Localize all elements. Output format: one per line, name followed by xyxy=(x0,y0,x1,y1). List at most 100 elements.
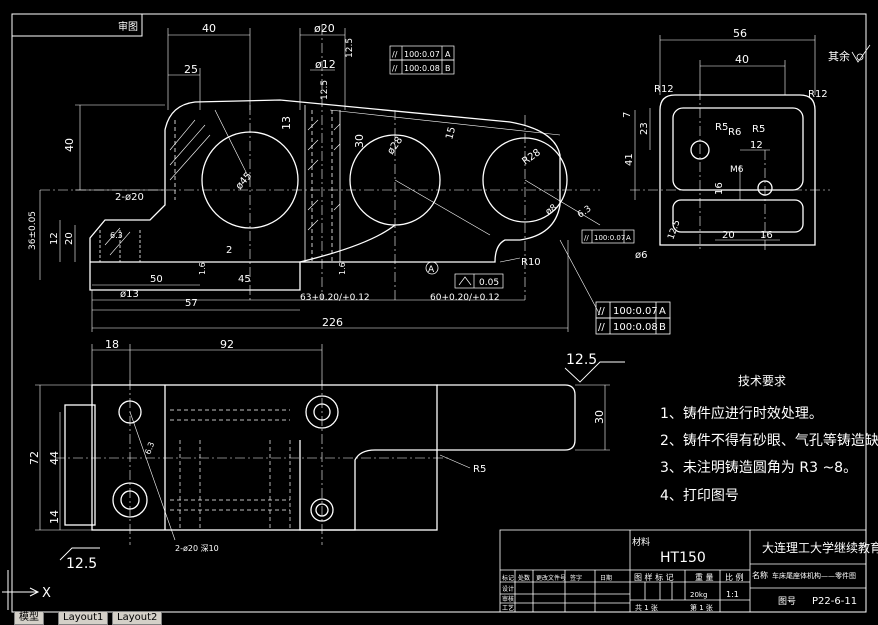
svg-text:R6: R6 xyxy=(728,127,741,138)
svg-text:处数: 处数 xyxy=(518,574,530,582)
svg-text:重 量: 重 量 xyxy=(695,572,714,582)
svg-text:共 1 张: 共 1 张 xyxy=(635,603,658,612)
svg-text:14: 14 xyxy=(48,510,61,524)
svg-text://: // xyxy=(598,322,605,333)
dim-text-bottom: 18 92 72 44 14 30 R5 2-ø20 深10 6.3 xyxy=(28,338,606,553)
svg-text://: // xyxy=(598,306,605,317)
svg-text:56: 56 xyxy=(733,27,747,40)
roughness-label-bottom: 12.5 xyxy=(66,556,97,572)
svg-text:44: 44 xyxy=(48,451,61,465)
svg-text:签字: 签字 xyxy=(570,574,582,582)
svg-text:100:0.07: 100:0.07 xyxy=(594,234,625,242)
svg-text:R28: R28 xyxy=(520,147,542,167)
svg-text:13: 13 xyxy=(280,116,293,130)
svg-text:36±0.05: 36±0.05 xyxy=(28,211,38,250)
svg-text:A: A xyxy=(626,234,631,242)
title-block-text: 材料 HT150 大连理工大学继续教育学院 名称 车床尾座体机构——零件图 图号… xyxy=(502,536,878,612)
flatness-frame xyxy=(454,273,504,289)
tech-item-1: 1、铸件应进行时效处理。 xyxy=(660,405,823,422)
svg-text:6.3: 6.3 xyxy=(143,441,156,456)
svg-text:20: 20 xyxy=(64,232,75,245)
svg-text:23: 23 xyxy=(639,122,650,135)
svg-text:工艺: 工艺 xyxy=(502,604,514,612)
ucs-icon xyxy=(2,570,40,610)
tol-frame-top xyxy=(389,45,455,75)
tech-item-3: 3、未注明铸造圆角为 R3 ~8。 xyxy=(660,460,857,476)
svg-text:60+0.20/+0.12: 60+0.20/+0.12 xyxy=(430,293,500,303)
svg-text:57: 57 xyxy=(185,298,198,309)
svg-text:A: A xyxy=(659,306,666,317)
svg-text:P22-6-11: P22-6-11 xyxy=(812,596,857,607)
svg-text:ø45: ø45 xyxy=(234,170,255,192)
svg-text:R12: R12 xyxy=(654,84,674,95)
ucs-x-label: X xyxy=(42,586,51,601)
svg-text:R5: R5 xyxy=(715,122,728,133)
svg-text:大连理工大学继续教育学院: 大连理工大学继续教育学院 xyxy=(762,540,878,555)
dim-lines-side xyxy=(634,35,816,241)
svg-text:R12: R12 xyxy=(808,89,828,100)
svg-text:45: 45 xyxy=(238,274,251,285)
svg-text:R5: R5 xyxy=(752,124,765,135)
dim-text-main: 40 25 ø20 ø12 12.5 12.5 40 13 30 ø28 R28… xyxy=(28,22,593,329)
svg-text:100:0.07: 100:0.07 xyxy=(613,306,658,317)
svg-text:B: B xyxy=(445,64,451,73)
svg-text:72: 72 xyxy=(28,451,41,465)
datum-a-label: A xyxy=(428,265,435,275)
svg-text:12: 12 xyxy=(49,232,60,245)
svg-text:ø12: ø12 xyxy=(315,58,336,71)
dim-lines-bottom xyxy=(35,344,610,541)
hidden-lines-bottom xyxy=(170,409,291,530)
svg-text:30: 30 xyxy=(593,410,606,424)
svg-text:50: 50 xyxy=(150,274,163,285)
svg-text:图 样 标 记: 图 样 标 记 xyxy=(634,572,674,582)
svg-text://: // xyxy=(392,64,398,73)
svg-text:12.5: 12.5 xyxy=(320,80,330,100)
svg-text:材料: 材料 xyxy=(632,536,650,548)
svg-text:M6: M6 xyxy=(730,165,744,175)
svg-text:ø13: ø13 xyxy=(120,289,139,300)
svg-text:20: 20 xyxy=(722,230,735,241)
svg-text:18: 18 xyxy=(105,338,119,351)
dim-lines-main xyxy=(39,28,601,332)
svg-text:R5: R5 xyxy=(473,464,486,475)
svg-text:比 例: 比 例 xyxy=(725,572,744,582)
hatch-main xyxy=(104,119,341,256)
svg-text:ø28: ø28 xyxy=(385,135,405,157)
svg-text:15: 15 xyxy=(444,126,458,141)
flatness-value: 0.05 xyxy=(479,278,499,288)
svg-text:1:1: 1:1 xyxy=(726,590,739,599)
svg-text:更改文件号: 更改文件号 xyxy=(536,574,566,582)
svg-text:ø6: ø6 xyxy=(635,250,647,261)
svg-text:16: 16 xyxy=(714,182,725,195)
roughness-symbol-rest xyxy=(851,44,871,63)
centerlines-side xyxy=(630,90,830,250)
svg-text:63+0.20/+0.12: 63+0.20/+0.12 xyxy=(300,293,370,303)
tech-item-4: 4、打印图号 xyxy=(660,487,739,504)
svg-text:其余: 其余 xyxy=(828,49,850,63)
svg-text:日期: 日期 xyxy=(600,574,612,582)
title-block xyxy=(499,529,867,613)
svg-text:41: 41 xyxy=(624,153,635,166)
svg-text:12.5: 12.5 xyxy=(666,219,682,241)
hidden-lines-main xyxy=(99,105,341,262)
svg-text:图号: 图号 xyxy=(778,596,796,607)
svg-text:6.3: 6.3 xyxy=(576,204,593,220)
centerlines-bottom xyxy=(55,380,450,545)
svg-text:7: 7 xyxy=(622,112,633,118)
svg-text://: // xyxy=(392,50,398,59)
svg-text:第 1 张: 第 1 张 xyxy=(690,603,713,612)
svg-text:40: 40 xyxy=(202,22,216,35)
svg-text:100:0.08: 100:0.08 xyxy=(613,322,658,333)
roughness-label-top: 12.5 xyxy=(566,352,597,368)
svg-text:30: 30 xyxy=(353,134,366,148)
svg-text:2: 2 xyxy=(226,245,232,256)
svg-text:226: 226 xyxy=(322,316,343,329)
bottom-view-outline xyxy=(64,384,576,531)
svg-text:R10: R10 xyxy=(521,257,541,268)
corner-label: 审图 xyxy=(118,20,138,33)
svg-text:20kg: 20kg xyxy=(690,591,707,599)
